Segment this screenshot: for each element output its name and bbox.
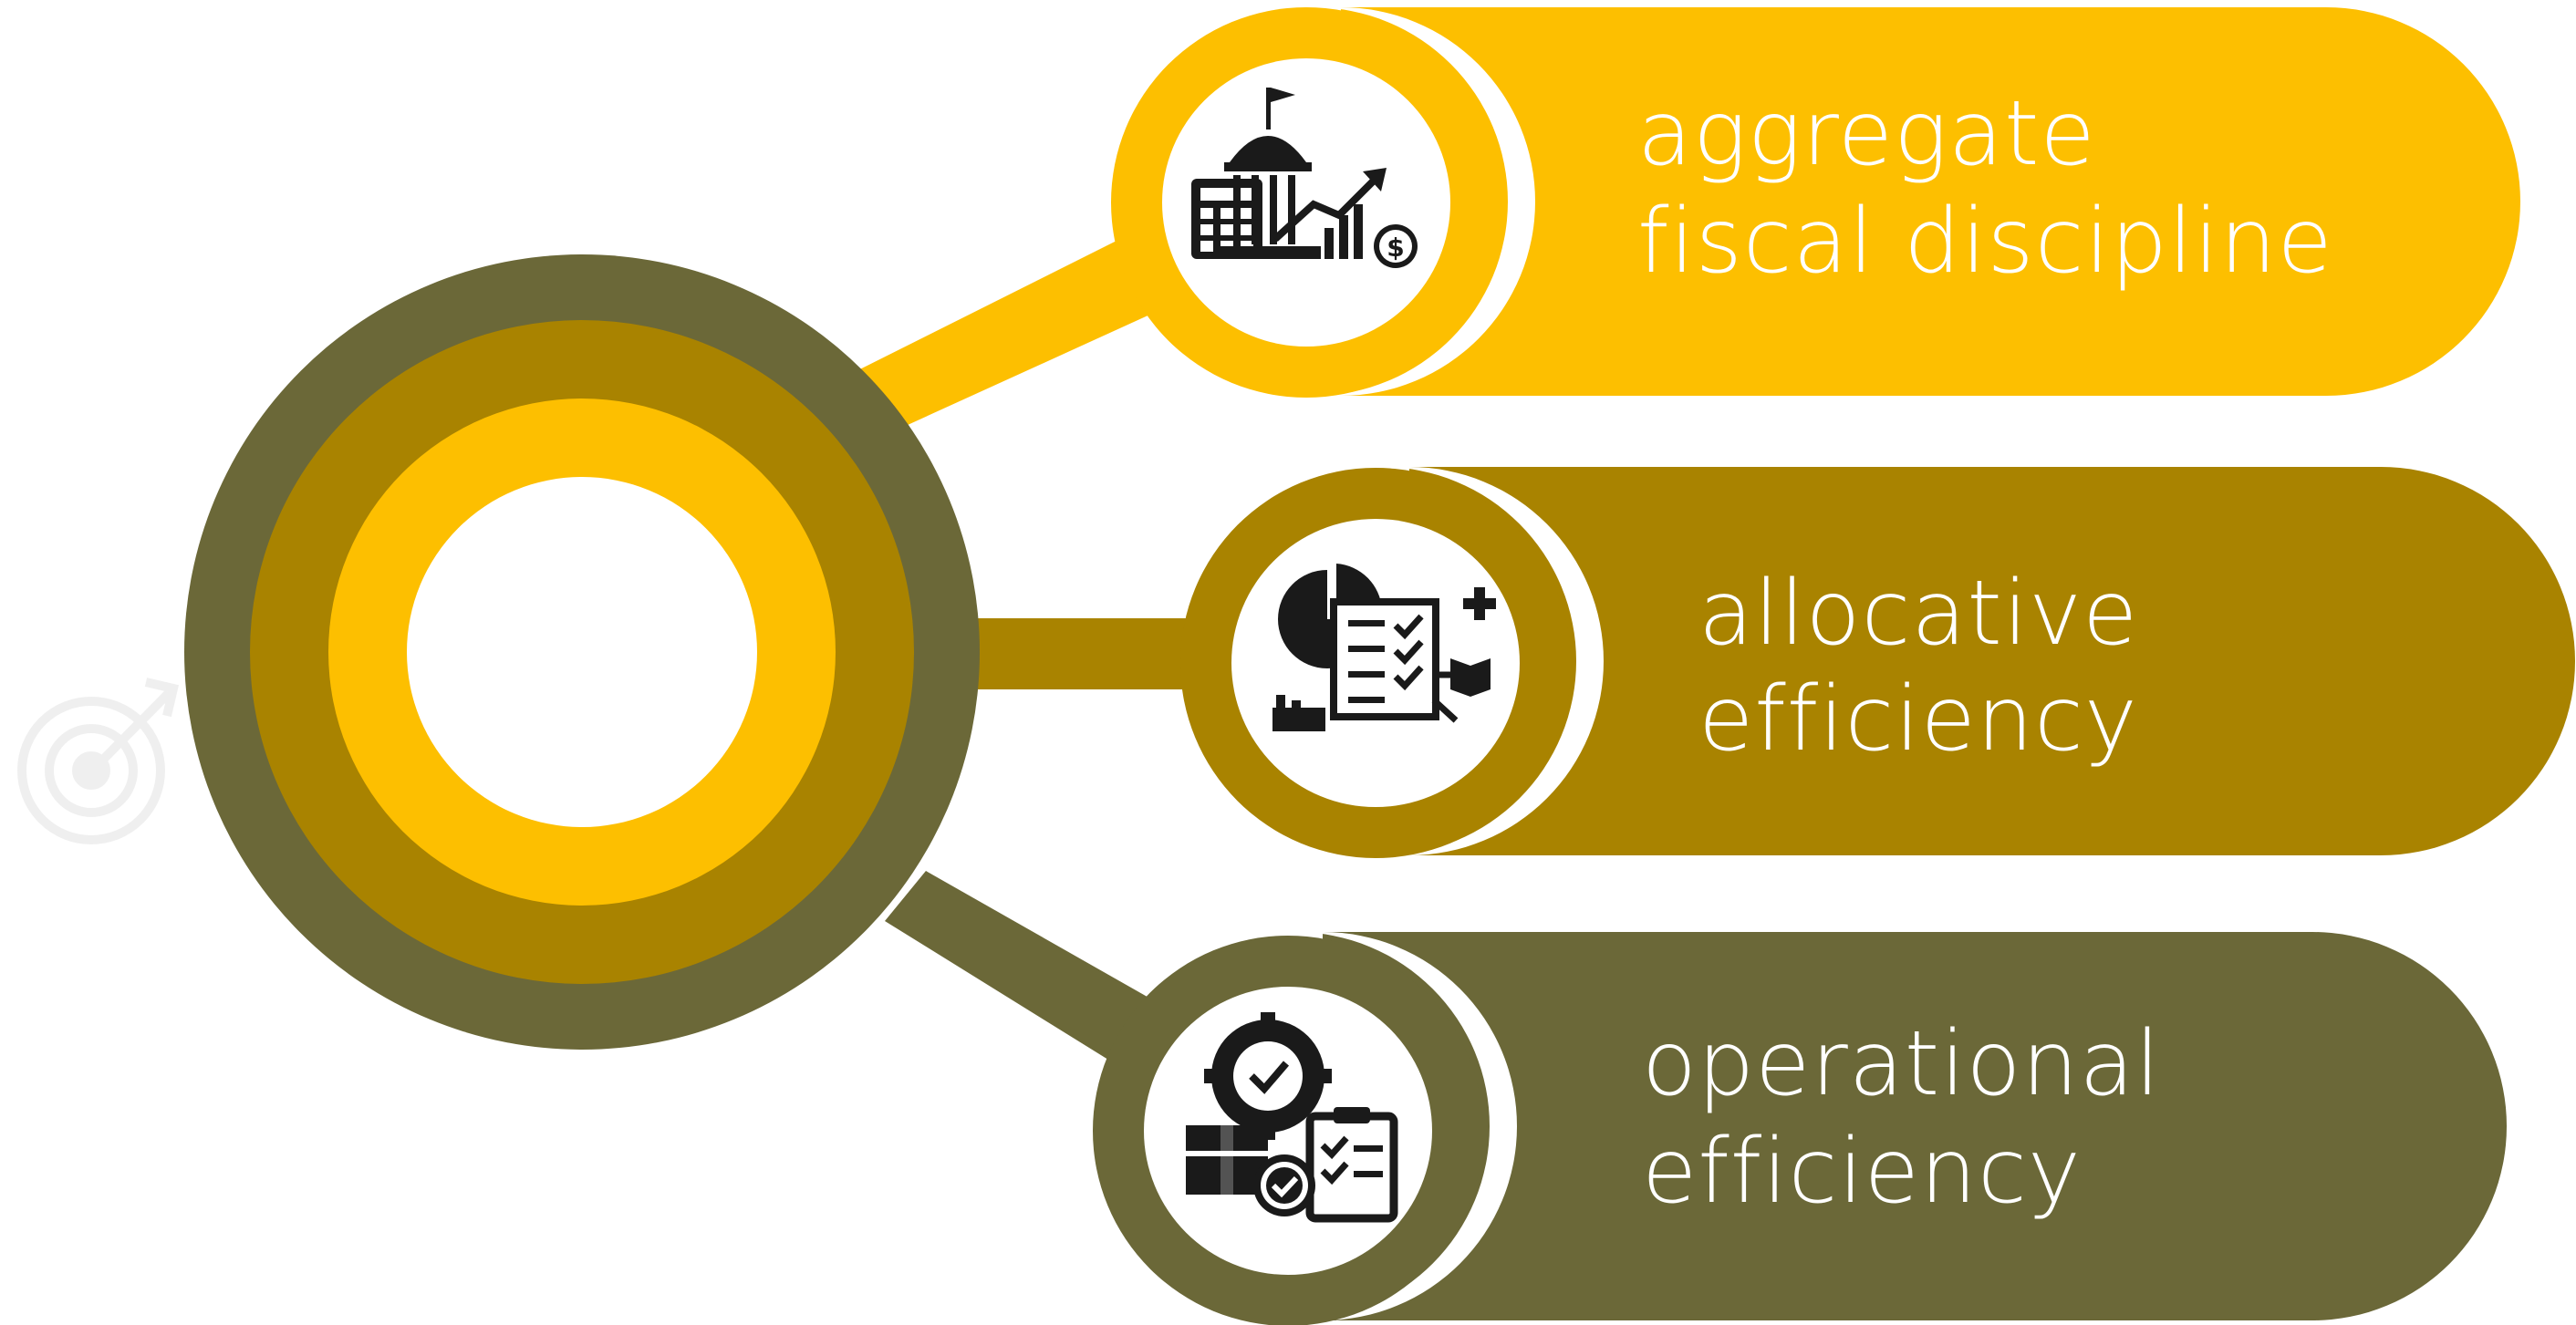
item-label-line1: operational xyxy=(1642,1012,2161,1116)
connector-bottom xyxy=(885,871,1190,1081)
item-aggregate-fiscal-discipline: $ aggregate fiscal discipline xyxy=(1111,7,2520,398)
central-hub xyxy=(184,254,980,1050)
svg-text:efficiency: efficiency xyxy=(1642,1120,2082,1224)
svg-text:efficiency: efficiency xyxy=(1698,668,2138,771)
item-pill xyxy=(1323,932,2507,1320)
svg-text:$: $ xyxy=(1387,233,1404,263)
svg-text:fiscal discipline: fiscal discipline xyxy=(1637,190,2333,294)
item-label-line1: aggregate xyxy=(1637,82,2096,186)
resource-allocation-icon xyxy=(1272,564,1496,731)
item-badge xyxy=(1162,58,1450,347)
government-finance-icon: $ xyxy=(1191,88,1418,268)
item-operational-efficiency: operational efficiency xyxy=(1093,932,2507,1325)
item-allocative-efficiency: allocative efficiency xyxy=(1180,467,2575,858)
item-label-line2: efficiency xyxy=(1642,1120,2082,1224)
svg-text:operational: operational xyxy=(1642,1012,2161,1116)
item-label-line2: efficiency xyxy=(1698,668,2138,771)
item-label-line1: allocative xyxy=(1698,562,2138,666)
hub-center xyxy=(407,477,757,827)
item-pill xyxy=(1341,7,2520,396)
svg-text:aggregate: aggregate xyxy=(1637,82,2096,186)
item-label-line2: fiscal discipline xyxy=(1637,190,2333,294)
target-icon xyxy=(17,678,180,844)
item-pill xyxy=(1409,467,2575,855)
operations-checklist-icon xyxy=(1186,1012,1398,1223)
svg-text:allocative: allocative xyxy=(1698,562,2138,666)
